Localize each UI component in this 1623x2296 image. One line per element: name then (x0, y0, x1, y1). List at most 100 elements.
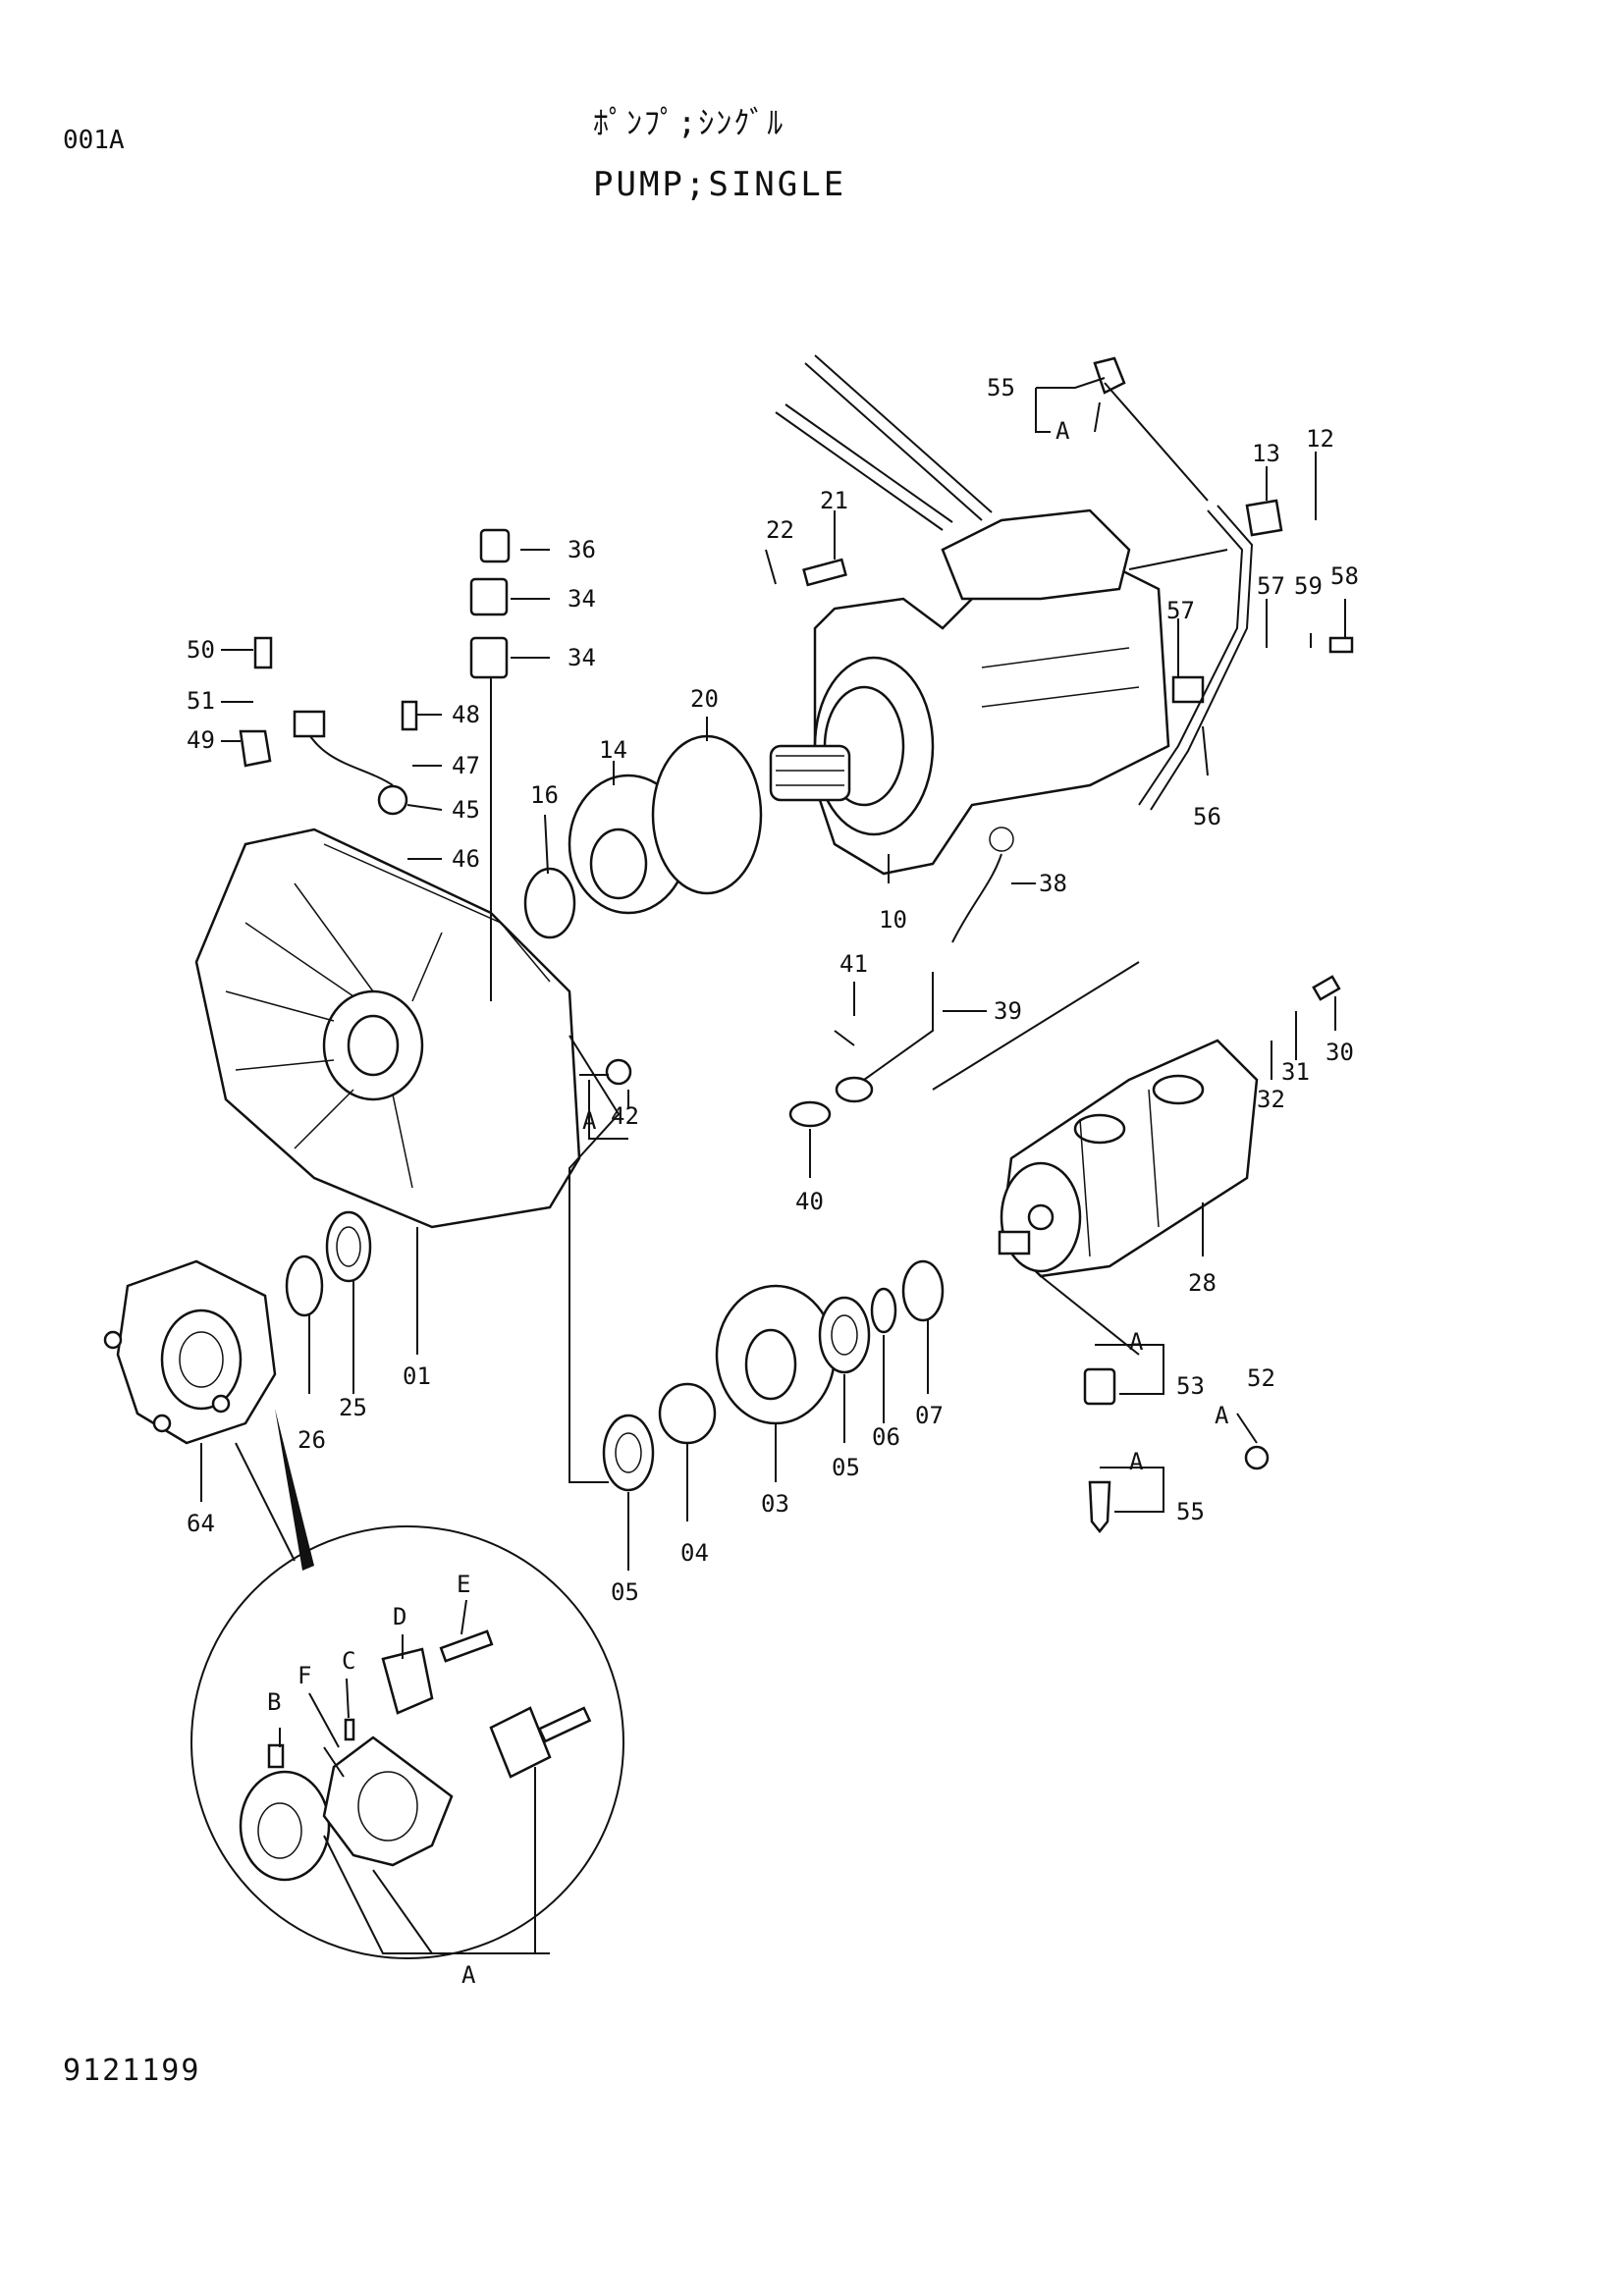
bracket-49[interactable] (239, 729, 272, 768)
callout-05-lower: 05 (611, 1578, 639, 1606)
bolt-21[interactable] (802, 558, 847, 587)
callout-42: 42 (611, 1102, 639, 1130)
detail-label-d: D (393, 1603, 406, 1630)
callout-55-lower: 55 (1176, 1498, 1205, 1525)
callout-52: 52 (1247, 1364, 1275, 1392)
callout-53: 53 (1176, 1372, 1205, 1400)
detail-element (322, 1735, 454, 1867)
callout-41: 41 (839, 950, 868, 978)
callout-labels: 55 A 13 12 22 21 36 34 34 50 51 49 48 47… (187, 374, 1359, 1989)
o-ring-20[interactable] (651, 734, 763, 895)
gear-04[interactable] (658, 1382, 717, 1445)
callout-47: 47 (452, 752, 480, 779)
callout-57-left: 57 (1166, 597, 1195, 624)
sensor-45[interactable] (293, 710, 408, 816)
callout-31: 31 (1281, 1058, 1310, 1086)
callout-a-52: A (1215, 1402, 1229, 1429)
callout-20: 20 (690, 685, 719, 713)
adapter-34-upper[interactable] (469, 577, 509, 616)
callout-49: 49 (187, 726, 215, 754)
callout-07: 07 (915, 1402, 944, 1429)
plug-42[interactable] (605, 1058, 632, 1086)
detail-label-e: E (457, 1571, 470, 1598)
detail-flange-lower (489, 1706, 552, 1779)
bracket-57[interactable] (1171, 675, 1205, 704)
callout-a-housing: A (582, 1107, 597, 1135)
callout-a-upper: A (1055, 417, 1070, 445)
callout-58: 58 (1330, 562, 1359, 590)
page-title-japanese: ﾎﾟﾝﾌﾟ;ｼﾝｸﾞﾙ (593, 104, 785, 141)
bolt-48[interactable] (401, 700, 418, 731)
coupling-detail-circle (190, 1409, 624, 1959)
callout-34-lower: 34 (568, 644, 596, 671)
callout-12: 12 (1306, 425, 1334, 453)
control-cables (775, 354, 993, 531)
plug-52[interactable] (1244, 1445, 1270, 1470)
callout-04: 04 (680, 1539, 709, 1567)
callout-55-upper: 55 (987, 374, 1015, 401)
callout-30: 30 (1325, 1039, 1354, 1066)
plug-36[interactable] (479, 528, 511, 563)
hose-56[interactable] (1138, 505, 1254, 811)
bearing-05-lower[interactable] (602, 1414, 655, 1492)
snap-ring-06[interactable] (870, 1287, 897, 1334)
elbow-55-upper[interactable] (1093, 356, 1126, 395)
coupling[interactable] (103, 1259, 277, 1445)
callout-06: 06 (872, 1423, 900, 1451)
fitting-55-lower[interactable] (1088, 1480, 1111, 1534)
callout-48: 48 (452, 701, 480, 728)
callout-38: 38 (1039, 870, 1067, 897)
callout-64: 64 (187, 1510, 215, 1537)
callout-05-upper: 05 (832, 1454, 860, 1481)
adapter-34-lower[interactable] (469, 636, 509, 679)
callout-32: 32 (1257, 1086, 1285, 1113)
callout-03: 03 (761, 1490, 789, 1518)
callout-01: 01 (403, 1362, 431, 1390)
callout-50: 50 (187, 636, 215, 664)
detail-pin-c (344, 1718, 355, 1741)
detail-label-b: B (267, 1688, 281, 1716)
callout-34-upper: 34 (568, 585, 596, 613)
gear-03[interactable] (715, 1284, 837, 1425)
detail-setscrew-b (267, 1743, 285, 1769)
callout-45: 45 (452, 796, 480, 824)
callout-28: 28 (1188, 1269, 1217, 1297)
detail-label-a: A (461, 1961, 476, 1989)
bolt-50[interactable] (253, 636, 273, 669)
main-pump[interactable] (769, 508, 1170, 876)
detail-bolt-lower (537, 1706, 592, 1743)
page-code: 001A (63, 126, 125, 155)
callout-51: 51 (187, 687, 215, 715)
callout-a-55-lower: A (1129, 1448, 1144, 1475)
snap-ring-26[interactable] (285, 1255, 324, 1317)
clamp-13[interactable] (1245, 499, 1283, 537)
callout-59: 59 (1294, 572, 1323, 600)
callout-10: 10 (879, 906, 907, 934)
gasket-40[interactable] (788, 1100, 832, 1128)
bearing-05-upper[interactable] (818, 1296, 871, 1374)
callout-13: 13 (1252, 440, 1280, 467)
snap-ring-07[interactable] (901, 1259, 945, 1322)
callout-39: 39 (994, 997, 1022, 1025)
callout-22: 22 (766, 516, 794, 544)
callout-40: 40 (795, 1188, 824, 1215)
tube-39[interactable] (835, 972, 934, 1103)
detail-flange-d (381, 1647, 434, 1715)
callout-25: 25 (339, 1394, 367, 1421)
flywheel-housing[interactable] (194, 828, 581, 1229)
callout-26: 26 (298, 1426, 326, 1454)
fitting-53[interactable] (1083, 1367, 1116, 1406)
bolt-30[interactable] (1312, 975, 1341, 1001)
dipstick-38[interactable] (951, 827, 1014, 943)
callout-14: 14 (599, 736, 627, 764)
detail-label-c: C (342, 1647, 355, 1675)
callout-46: 46 (452, 845, 480, 873)
oil-seal-25[interactable] (325, 1210, 372, 1283)
snap-ring-16[interactable] (523, 867, 576, 939)
callout-36: 36 (568, 536, 596, 563)
detail-bolt-e (439, 1629, 494, 1663)
bolt-58[interactable] (1328, 636, 1354, 654)
callout-56: 56 (1193, 803, 1221, 830)
callout-16: 16 (530, 781, 559, 809)
gear-pump[interactable] (998, 1039, 1259, 1278)
